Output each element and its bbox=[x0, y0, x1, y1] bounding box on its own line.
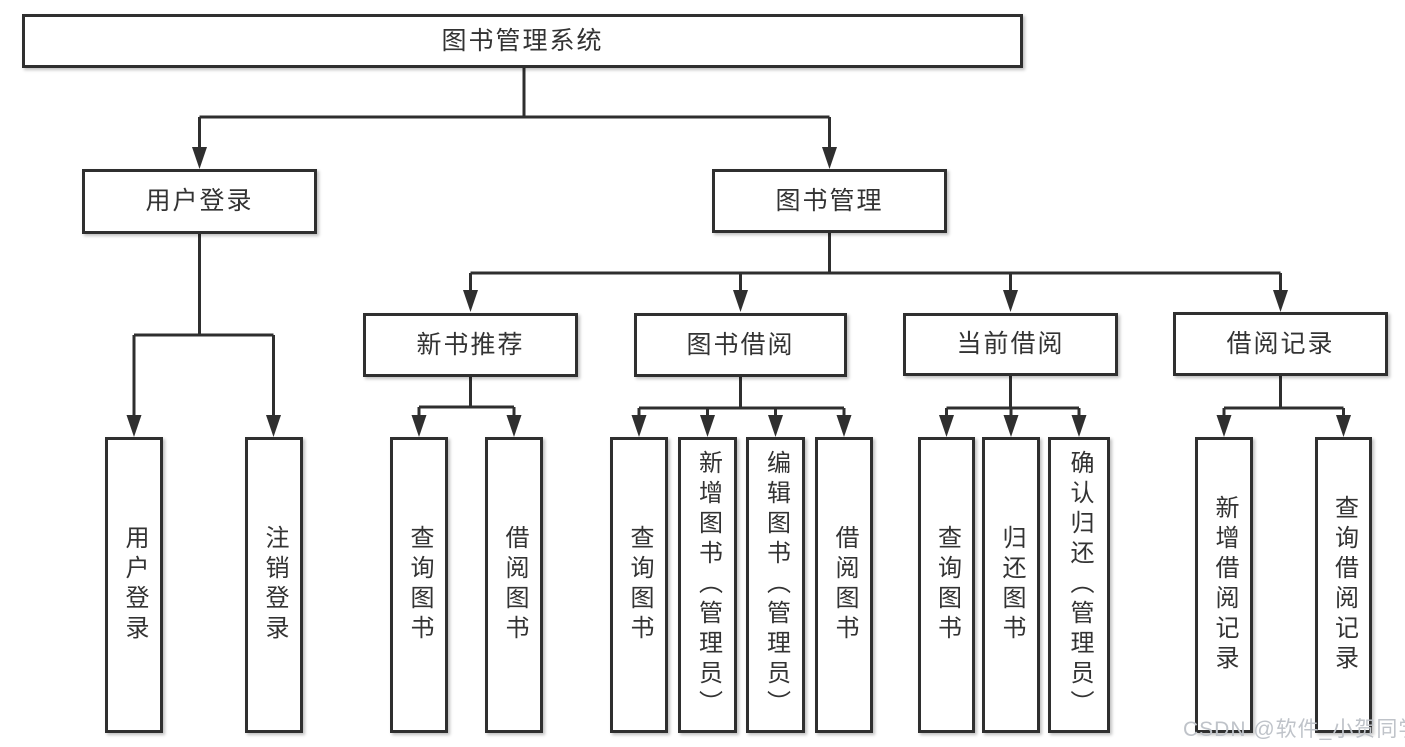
leaf-current-confirm-return-admin: 确认归还（管理员） bbox=[1048, 437, 1110, 733]
leaf-recommend-borrow-books: 借阅图书 bbox=[485, 437, 543, 733]
leaf-records-add-borrow-record: 新增借阅记录 bbox=[1195, 437, 1253, 733]
node-book-management: 图书管理 bbox=[712, 169, 947, 233]
leaf-current-return-books: 归还图书 bbox=[982, 437, 1040, 733]
leaf-current-query-books: 查询图书 bbox=[918, 437, 975, 733]
node-book-borrowing: 图书借阅 bbox=[634, 313, 847, 377]
leaf-recommend-query-books: 查询图书 bbox=[390, 437, 448, 733]
leaf-borrowing-add-books-admin: 新增图书（管理员） bbox=[678, 437, 737, 733]
leaf-borrowing-edit-books-admin: 编辑图书（管理员） bbox=[746, 437, 805, 733]
leaf-records-query-borrow-record: 查询借阅记录 bbox=[1315, 437, 1372, 733]
leaf-logout: 注销登录 bbox=[245, 437, 303, 733]
leaf-borrowing-query-books: 查询图书 bbox=[610, 437, 668, 733]
node-borrow-records: 借阅记录 bbox=[1173, 312, 1388, 376]
node-new-book-recommend: 新书推荐 bbox=[363, 313, 578, 377]
leaf-borrowing-borrow-books: 借阅图书 bbox=[815, 437, 873, 733]
node-library-management-system: 图书管理系统 bbox=[22, 14, 1023, 68]
leaf-user-login: 用户登录 bbox=[105, 437, 163, 733]
node-current-borrowing: 当前借阅 bbox=[903, 313, 1118, 376]
csdn-watermark: CSDN @软件_小贺同学 bbox=[1183, 718, 1405, 741]
node-user-login: 用户登录 bbox=[82, 169, 317, 234]
